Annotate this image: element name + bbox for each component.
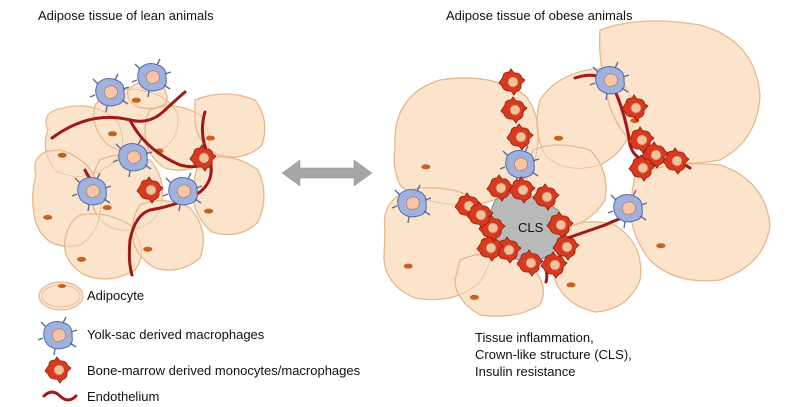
legend-endothelium-label: Endothelium (87, 389, 160, 404)
legend-yolk-sac-label: Yolk-sac derived macrophages (87, 327, 265, 342)
adipocyte-nucleus (57, 152, 67, 158)
adipocyte-membrane (32, 149, 101, 247)
adipocyte-nucleus (43, 214, 53, 220)
adipocyte-nucleus (77, 256, 86, 262)
adipocyte-nucleus (469, 294, 479, 300)
adipocyte-membrane (64, 213, 142, 280)
adipocyte-nucleus (204, 208, 214, 214)
adipocyte-nucleus (421, 164, 431, 170)
cls-label: CLS (518, 220, 544, 235)
outcome-line-2: Crown-like structure (CLS), (475, 347, 632, 362)
adipocyte-nucleus (656, 243, 666, 249)
adipocyte-membrane (536, 67, 636, 169)
outcome-line-3: Insulin resistance (475, 364, 576, 379)
outcome-line-1: Tissue inflammation, (475, 330, 594, 345)
adipocyte-membrane (144, 105, 210, 171)
adipocyte-nucleus (403, 263, 413, 269)
double-arrow-icon (281, 159, 373, 187)
legend-endothelium-swatch (42, 390, 78, 402)
adipocyte-nucleus (108, 131, 117, 137)
legend-adipocyte-label: Adipocyte (87, 288, 145, 303)
legend-yolk-sac-swatch (37, 316, 78, 356)
legend-bone-marrow-swatch (44, 356, 72, 384)
adipocyte-membrane (93, 88, 179, 154)
obese-adipose-tissue (383, 20, 771, 317)
adipocyte-nucleus (102, 205, 112, 211)
obese-panel-title: Adipose tissue of obese animals (446, 8, 633, 23)
adipocyte-membrane (629, 163, 771, 282)
adipocyte-nucleus (566, 282, 576, 288)
adipocyte-membrane (551, 221, 642, 313)
endothelium-vessel (50, 90, 187, 140)
adipocyte-nucleus (205, 135, 215, 141)
lean-panel-title: Adipose tissue of lean animals (38, 8, 214, 23)
adipocyte-nucleus (554, 135, 563, 141)
adipocyte-nucleus (131, 97, 141, 103)
legend-bone-marrow-label: Bone-marrow derived monocytes/macrophage… (87, 363, 361, 378)
legend-adipocyte-swatch (38, 281, 84, 311)
adipocyte-nucleus (143, 246, 153, 252)
